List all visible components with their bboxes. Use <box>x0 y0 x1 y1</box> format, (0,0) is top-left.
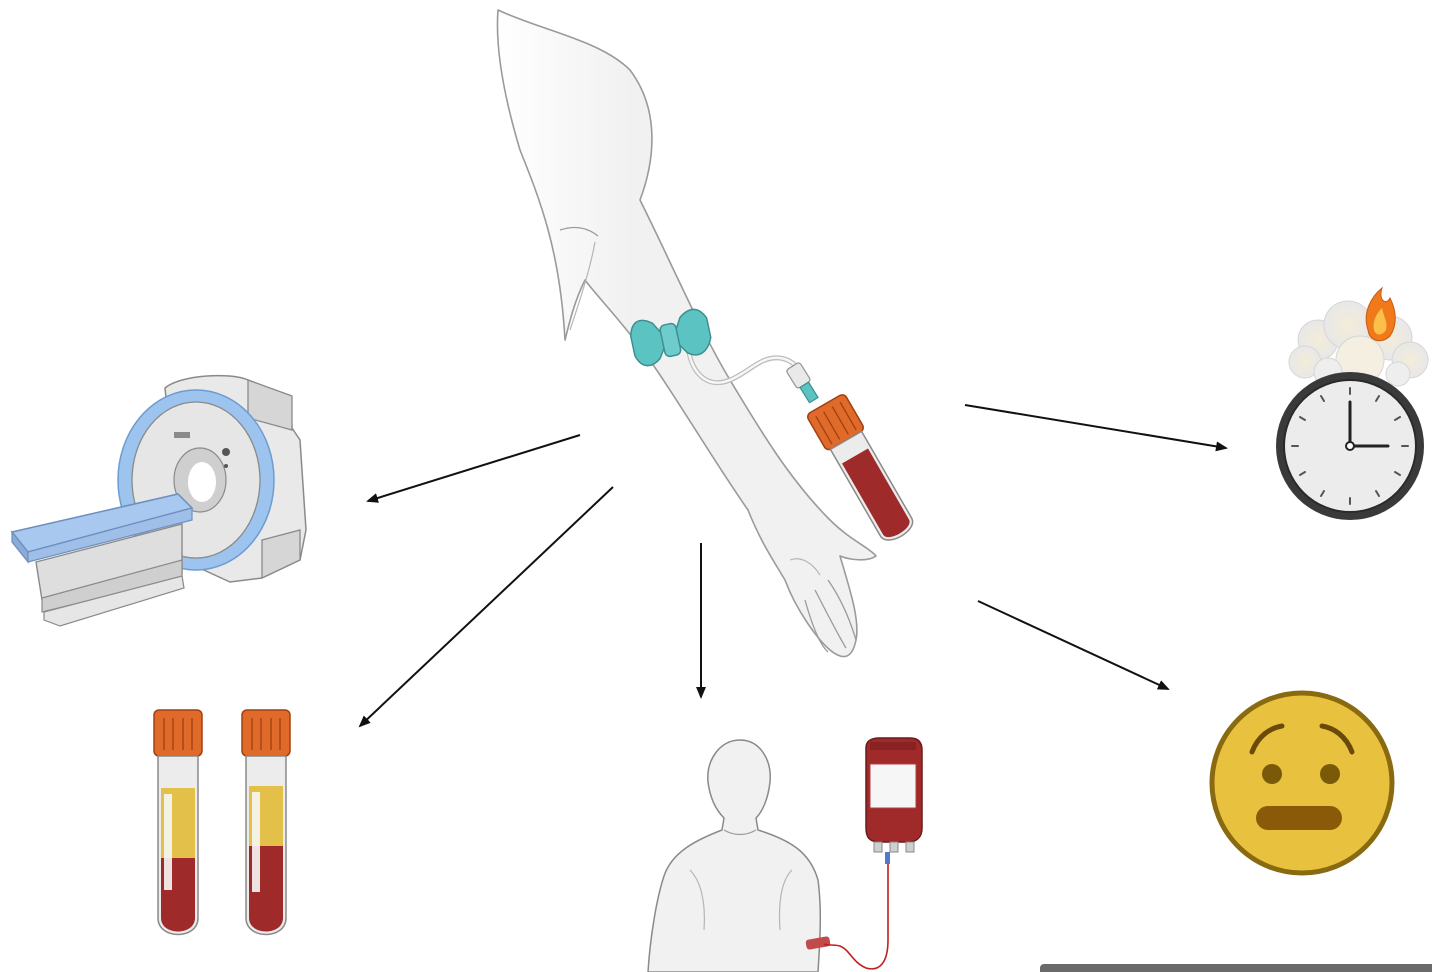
mri-scanner-icon <box>12 376 306 626</box>
burning-clock-icon <box>1276 288 1428 520</box>
arrow-to-mri <box>368 435 580 501</box>
arrow-to-clock <box>965 405 1226 448</box>
arrow-to-tubes <box>360 487 613 726</box>
anxious-face-icon <box>1212 693 1392 873</box>
transfusion-patient-icon <box>648 738 922 972</box>
blood-tubes-icon <box>154 710 290 935</box>
bottom-bar <box>1040 964 1432 972</box>
arrow-to-face <box>978 601 1168 689</box>
blood-draw-arm-icon <box>497 10 920 657</box>
